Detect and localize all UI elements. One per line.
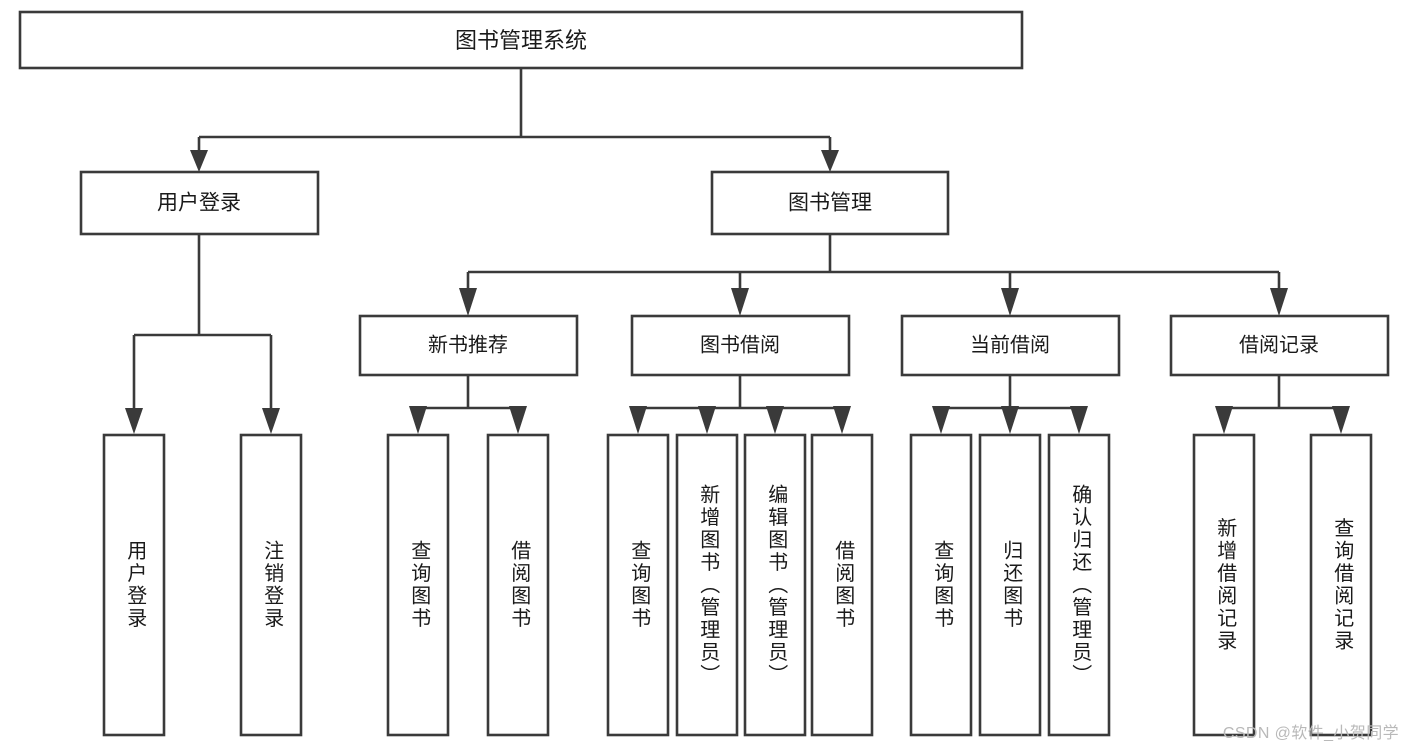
arrow-head-leaf-current-confirm [1070,406,1088,434]
leaf-records-add-record-label: 新增借阅记录 [1214,517,1237,652]
arrow-head-leaf-newbook-borrow [509,406,527,434]
leaf-bookborrow-add-book-label: 新增图书（管理员） [697,483,720,686]
leaf-bookborrow-query-book-box[interactable] [606,433,670,737]
leaf-currentborrow-return-book-label: 归还图书 [1000,540,1023,630]
node-user-login-label: 用户登录 [157,192,241,215]
arrow-head-leaf-records-query [1332,406,1350,434]
node-borrow-records-box[interactable] [1169,314,1390,377]
leaf-newbook-query-book-box[interactable] [386,433,450,737]
arrow-head-leaf-borrow-add [698,406,716,434]
leaf-user-login-logout[interactable]: 注销登录 [239,433,303,737]
arrow-head-leaf-newbook-query [409,406,427,434]
leaf-bookborrow-edit-book[interactable]: 编辑图书（管理员） [743,433,807,737]
leaf-bookborrow-lend-book[interactable]: 借阅图书 [810,433,874,737]
leaf-user-login-logout-box[interactable] [239,433,303,737]
leaf-bookborrow-edit-book-box[interactable] [743,433,807,737]
leaf-bookborrow-lend-book-label: 借阅图书 [832,540,855,630]
leaf-user-login-login-label: 用户登录 [124,540,147,630]
node-current-borrow[interactable]: 当前借阅 [900,314,1121,377]
arrow-head-leaf-current-query [932,406,950,434]
leaf-bookborrow-add-book[interactable]: 新增图书（管理员） [675,433,739,737]
arrow-head-leaf-records-add [1215,406,1233,434]
leaf-currentborrow-confirm-return-label: 确认归还（管理员） [1069,483,1092,686]
leaf-newbook-borrow-book-label: 借阅图书 [508,540,531,630]
node-book-management-box[interactable] [710,170,950,236]
node-book-management-label: 图书管理 [788,192,872,215]
node-root[interactable]: 图书管理系统 [18,10,1024,70]
connector-layer [125,68,1350,434]
node-new-book-recommend-box[interactable] [358,314,579,377]
node-current-borrow-label: 当前借阅 [970,333,1050,356]
node-new-book-recommend[interactable]: 新书推荐 [358,314,579,377]
arrow-head-leaf-borrow-query [629,406,647,434]
node-current-borrow-box[interactable] [900,314,1121,377]
leaf-records-query-record-box[interactable] [1309,433,1373,737]
node-user-login-box[interactable] [79,170,320,236]
leaf-user-login-logout-label: 注销登录 [261,540,284,630]
arrow-head-current-borrow [1001,288,1019,316]
arrow-head-leaf-borrow-edit [766,406,784,434]
node-borrow-records-label: 借阅记录 [1239,333,1319,356]
arrow-head-leaf-borrow-lend [833,406,851,434]
leaf-newbook-borrow-book[interactable]: 借阅图书 [486,433,550,737]
leaf-currentborrow-query-book-label: 查询图书 [931,540,954,630]
node-book-borrow-box[interactable] [630,314,851,377]
leaf-records-query-record-label: 查询借阅记录 [1331,517,1354,652]
arrow-head-borrow-records [1270,288,1288,316]
arrow-head-user-login [190,150,208,172]
node-user-login[interactable]: 用户登录 [79,170,320,236]
leaf-currentborrow-confirm-return[interactable]: 确认归还（管理员） [1047,433,1111,737]
leaf-user-login-login[interactable]: 用户登录 [102,433,166,737]
arrow-head-book-mgmt [821,150,839,172]
node-book-management[interactable]: 图书管理 [710,170,950,236]
arrow-head-leaf-current-return [1001,406,1019,434]
leaf-bookborrow-query-book-label: 查询图书 [628,540,651,630]
node-new-book-recommend-label: 新书推荐 [428,333,508,356]
leaf-user-login-login-box[interactable] [102,433,166,737]
leaf-newbook-query-book[interactable]: 查询图书 [386,433,450,737]
leaf-newbook-borrow-book-box[interactable] [486,433,550,737]
node-root-label: 图书管理系统 [455,28,587,53]
leaf-bookborrow-query-book[interactable]: 查询图书 [606,433,670,737]
node-book-borrow-label: 图书借阅 [700,333,780,356]
arrow-head-leaf-user-login [125,408,143,434]
leaf-records-add-record-box[interactable] [1192,433,1256,737]
node-root-box[interactable] [18,10,1024,70]
leaf-currentborrow-return-book[interactable]: 归还图书 [978,433,1042,737]
leaf-bookborrow-add-book-box[interactable] [675,433,739,737]
leaf-currentborrow-query-book[interactable]: 查询图书 [909,433,973,737]
leaf-newbook-query-book-label: 查询图书 [408,540,431,630]
node-book-borrow[interactable]: 图书借阅 [630,314,851,377]
leaf-currentborrow-query-book-box[interactable] [909,433,973,737]
arrow-head-leaf-logout [262,408,280,434]
node-borrow-records[interactable]: 借阅记录 [1169,314,1390,377]
leaf-records-add-record[interactable]: 新增借阅记录 [1192,433,1256,737]
leaf-currentborrow-return-book-box[interactable] [978,433,1042,737]
leaf-bookborrow-lend-book-box[interactable] [810,433,874,737]
leaf-bookborrow-edit-book-label: 编辑图书（管理员） [765,483,788,686]
leaf-currentborrow-confirm-return-box[interactable] [1047,433,1111,737]
leaf-records-query-record[interactable]: 查询借阅记录 [1309,433,1373,737]
arrow-head-new-book-recommend [459,288,477,316]
arrow-head-book-borrow [731,288,749,316]
